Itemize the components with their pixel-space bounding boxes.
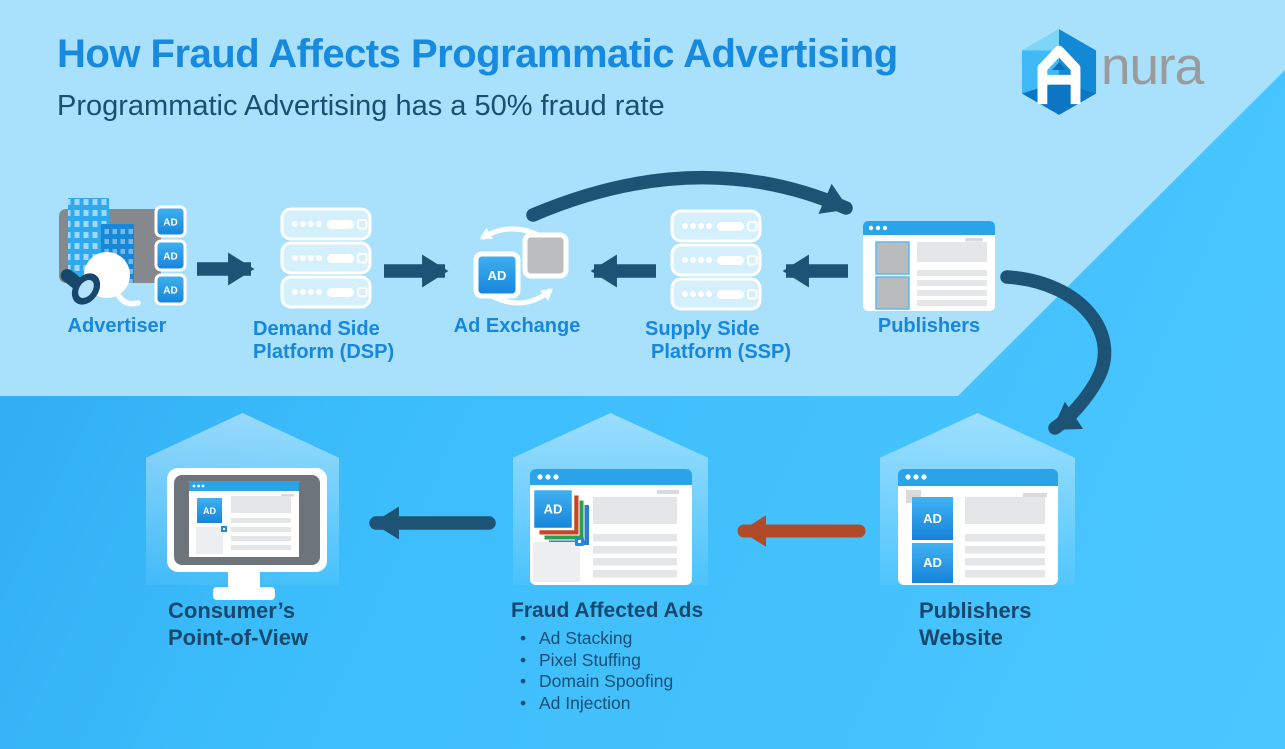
ssp-label-line2: Platform (SSP) (651, 341, 792, 363)
ad-square (195, 496, 224, 525)
blank-ad-slot (522, 232, 569, 279)
dsp-label: Demand Side Platform (DSP) (253, 318, 394, 364)
fraud-bullet-item: Domain Spoofing (511, 671, 703, 693)
fraud-bullet-item: Pixel Stuffing (511, 650, 703, 672)
page-title: How Fraud Affects Programmatic Advertisi… (57, 32, 898, 76)
publishers-label: Publishers (877, 315, 981, 337)
gray-ad-slot (875, 276, 910, 310)
brand-wordmark: nura (1101, 37, 1204, 96)
consumer-label: Consumer’s Point-of-View (168, 597, 308, 651)
ad-badge-column: AD AD AD (154, 205, 187, 306)
svg-text:AD: AD (163, 252, 177, 263)
monitor-base (213, 587, 275, 600)
fraud-bullet-item: Ad Injection (511, 693, 703, 715)
svg-text:AD: AD (163, 218, 177, 229)
ad-slot-column: AD AD (912, 497, 953, 583)
ssp-server-icon (670, 209, 762, 311)
megaphone-icon (60, 252, 141, 307)
svg-text:AD: AD (488, 268, 507, 283)
publishers-website-label-line1: Publishers (919, 598, 1032, 623)
fraud-bullet-item: Ad Stacking (511, 628, 703, 650)
advertiser-icon: AD AD AD (59, 198, 187, 307)
dsp-label-line1: Demand Side (253, 318, 380, 340)
fraud-label-block: Fraud Affected Ads Ad StackingPixel Stuf… (511, 599, 703, 714)
fraud-ads-browser-icon: AD (530, 469, 692, 585)
svg-text:AD: AD (163, 286, 177, 297)
consumer-label-line2: Point-of-View (168, 625, 309, 650)
publishers-website-label: Publishers Website (919, 597, 1031, 651)
ad-square (473, 251, 521, 299)
stacked-ads-icon: AD (531, 487, 589, 545)
publishers-website-label-line2: Website (919, 625, 1003, 650)
consumer-label-line1: Consumer’s (168, 598, 296, 623)
publishers-browser-icon (863, 221, 995, 311)
dsp-server-icon (280, 207, 372, 309)
fraud-label: Fraud Affected Ads (511, 599, 704, 622)
gray-ad-slot (875, 241, 910, 275)
anura-hexagon-icon (1021, 29, 1097, 115)
ssp-label: Supply Side Platform (SSP) (645, 318, 791, 364)
advertiser-label: Advertiser (67, 315, 167, 337)
ad-exchange-icon: AD (473, 226, 569, 306)
svg-text:AD: AD (923, 511, 942, 526)
fraud-bullet-list: Ad StackingPixel StuffingDomain Spoofing… (511, 628, 703, 714)
svg-text:AD: AD (203, 506, 216, 516)
publishers-website-browser-icon: AD AD (898, 469, 1058, 585)
ad-exchange-label: Ad Exchange (453, 315, 581, 337)
svg-text:AD: AD (923, 555, 942, 570)
anura-logo: nura (1020, 28, 1204, 116)
svg-text:AD: AD (544, 502, 563, 517)
consumer-monitor-icon: AD (167, 468, 327, 600)
page-subtitle: Programmatic Advertising has a 50% fraud… (57, 90, 665, 122)
ssp-label-line1: Supply Side (645, 318, 760, 340)
dsp-label-line2: Platform (DSP) (253, 341, 395, 363)
